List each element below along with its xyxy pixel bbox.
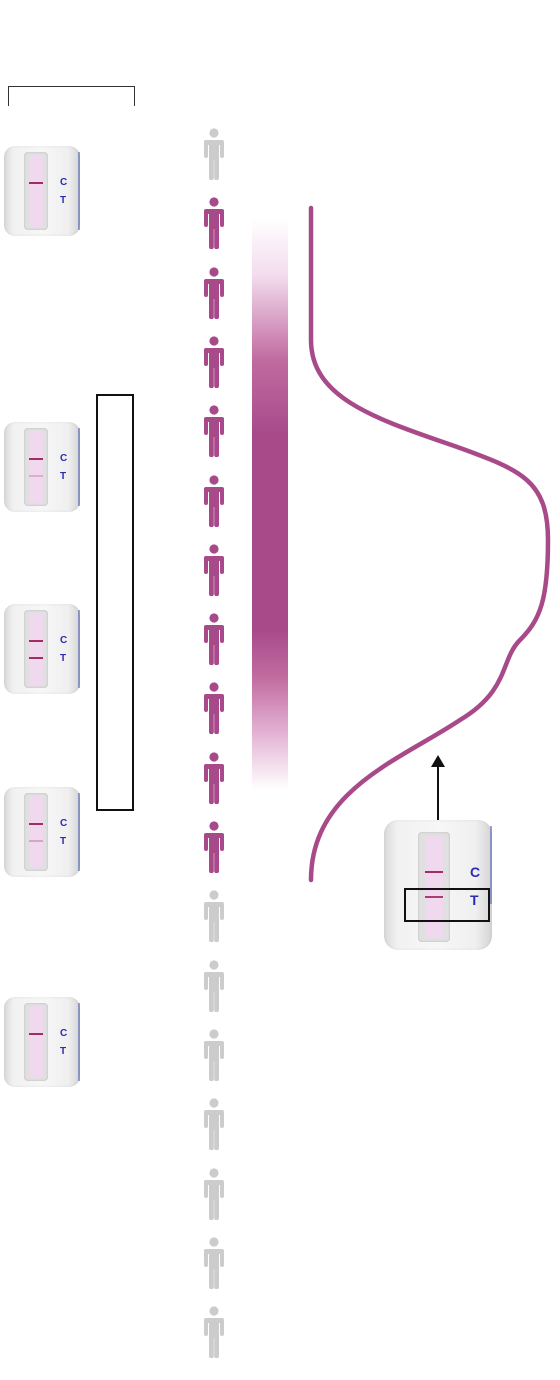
control-line bbox=[29, 458, 43, 460]
person-icon bbox=[202, 266, 226, 319]
top-bracket bbox=[8, 86, 135, 106]
test-label: T bbox=[60, 1046, 67, 1057]
person-icon bbox=[202, 1029, 226, 1082]
arrow-up-icon bbox=[431, 755, 445, 767]
person-icon bbox=[202, 474, 226, 527]
test-cassette: C T bbox=[4, 422, 80, 512]
control-label: C bbox=[60, 818, 68, 829]
person-icon bbox=[202, 890, 226, 943]
test-label: T bbox=[470, 892, 479, 908]
test-line bbox=[29, 475, 43, 477]
person-icon bbox=[202, 752, 226, 805]
person-icon bbox=[202, 1237, 226, 1290]
person-icon bbox=[202, 197, 226, 250]
person-icon bbox=[202, 959, 226, 1012]
person-icon bbox=[202, 128, 226, 181]
test-cassette: C T bbox=[4, 787, 80, 877]
person-icon bbox=[202, 1098, 226, 1151]
control-line bbox=[425, 871, 443, 873]
control-line bbox=[29, 182, 43, 184]
test-label: T bbox=[60, 195, 67, 206]
control-label: C bbox=[60, 453, 68, 464]
person-icon bbox=[202, 336, 226, 389]
person-icon bbox=[202, 544, 226, 597]
curve-path bbox=[308, 205, 551, 883]
person-icon bbox=[202, 1306, 226, 1359]
test-label: T bbox=[60, 836, 67, 847]
test-cassette: C T bbox=[4, 604, 80, 694]
person-icon bbox=[202, 682, 226, 735]
test-line-highlight-box bbox=[404, 888, 490, 922]
control-label: C bbox=[60, 1028, 68, 1039]
person-icon bbox=[202, 613, 226, 666]
test-cassette: C T bbox=[4, 146, 80, 236]
test-line bbox=[29, 840, 43, 842]
control-label: C bbox=[60, 177, 68, 188]
person-icon bbox=[202, 821, 226, 874]
control-label: C bbox=[470, 864, 481, 880]
test-label: T bbox=[60, 471, 67, 482]
detail-test-cassette: C T bbox=[384, 820, 492, 950]
test-label: T bbox=[60, 653, 67, 664]
test-cassette: C T bbox=[4, 997, 80, 1087]
group-outline-box bbox=[96, 394, 134, 811]
person-icon bbox=[202, 405, 226, 458]
density-gradient-bar bbox=[252, 218, 288, 790]
test-line bbox=[29, 657, 43, 659]
test-line bbox=[425, 896, 443, 898]
control-line bbox=[29, 1033, 43, 1035]
control-line bbox=[29, 640, 43, 642]
arrow-shaft bbox=[437, 764, 439, 820]
control-label: C bbox=[60, 635, 68, 646]
control-line bbox=[29, 823, 43, 825]
person-icon bbox=[202, 1167, 226, 1220]
